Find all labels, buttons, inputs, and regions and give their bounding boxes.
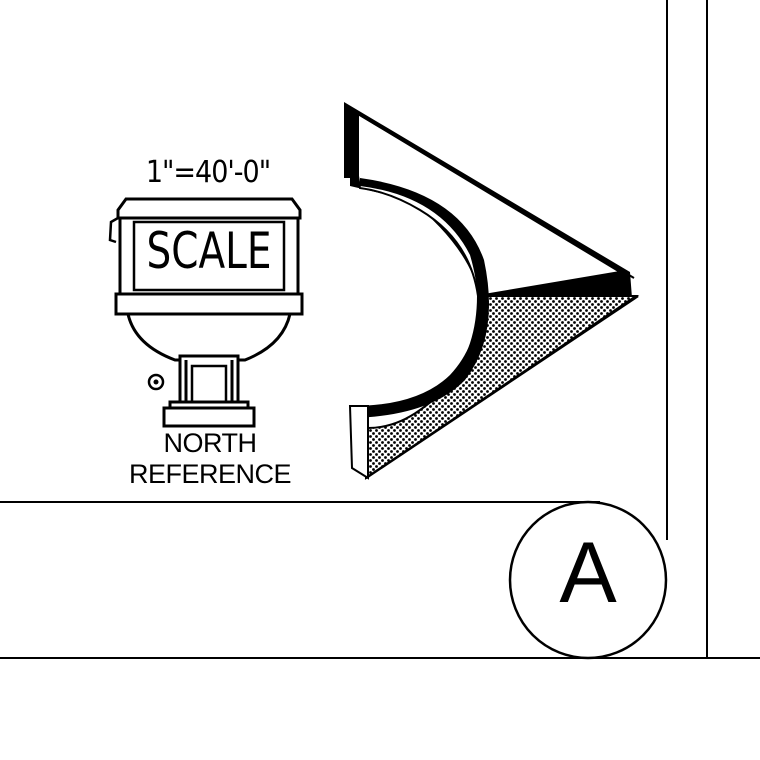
- grid-bubble-circle: [508, 500, 668, 660]
- grid-bubble-label: A: [559, 525, 617, 621]
- north-reference-label: NORTH REFERENCE: [128, 428, 292, 489]
- scale-ratio: 1"=40'-0": [145, 155, 271, 190]
- title-block-lines: [0, 0, 760, 659]
- scale-label: SCALE: [146, 222, 272, 280]
- north-arrow-icon: [344, 102, 640, 480]
- scale-pedestal-icon: [108, 197, 304, 428]
